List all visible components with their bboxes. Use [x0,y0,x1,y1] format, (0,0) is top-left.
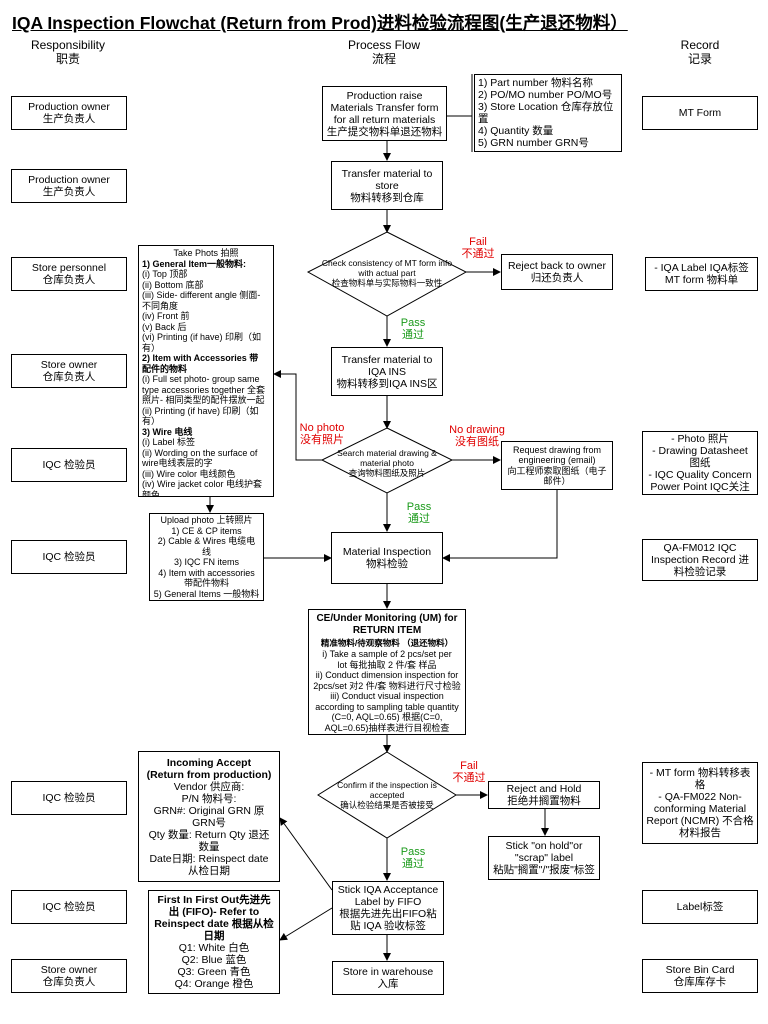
photo-instruction-line: (vi) Printing (if have) 印刷（如 [142,332,262,342]
photo-instruction-line: wire电线表层的字 [142,458,213,468]
incoming-accept-box: Incoming Accept (Return from production)… [138,751,280,882]
process-ce-um: CE/Under Monitoring (UM) for RETURN ITEM… [308,609,466,735]
responsibility-inspection: IQC 检验员 [11,540,127,574]
photo-instruction-line: (ii) Wording on the surface of [142,447,258,458]
responsibility-confirm: IQC 检验员 [11,781,127,815]
responsibility-search: IQC 检验员 [11,448,127,482]
photo-instruction-line: (iii) Side- different angle 侧面- [142,290,261,300]
record-mt-form: MT Form [642,96,758,130]
photo-instruction-line: 有） [142,416,161,426]
photo-instruction-line: (iv) Front 前 [142,311,190,321]
photo-instruction-list: 1) General Item一般物料:(i) Top 顶部(ii) Botto… [142,258,266,497]
page-title: IQA Inspection Flowchat (Return from Pro… [12,13,628,33]
photo-instruction-line: 3) Wire 电线 [142,426,193,437]
photo-instruction-line: 2) Item with Accessories 带 [142,353,259,363]
photo-instruction-line: (i) Full set photo- group same [142,374,260,384]
responsibility-header: Responsibility 职责 [30,38,106,66]
photo-instruction-line: (ii) Printing (if have) 印刷（如 [142,405,259,416]
record-header: Record 记录 [680,38,720,66]
fifo-box: First In First Out先进先 出 (FIFO)- Refer to… [148,890,280,994]
responsibility-stick-accept: IQC 检验员 [11,890,127,924]
photo-instruction-line: (i) Top 顶部 [142,269,188,279]
record-ncmr: - MT form 物料转移表格- QA-FM022 Non-conformin… [642,762,758,844]
photo-instruction-line: (v) Back 后 [142,321,187,332]
photo-instruction-line: type accessories together 全套 [142,384,266,395]
photo-instruction-line: 照片- 相同类型的配件摆放一起 [142,395,265,405]
photo-instructions: Take Phots 拍照 1) General Item一般物料:(i) To… [138,245,274,497]
photo-instruction-line: (iii) Wire color 电线颜色 [142,468,236,479]
photo-instruction-line: 不同角度 [142,300,179,311]
photo-instruction-line: 颜色 [142,489,161,497]
photo-instruction-line: (i) Label 标签 [142,437,196,447]
record-label: Label标签 [642,890,758,924]
photo-instruction-line: (iv) Wire jacket color 电线护套 [142,479,263,489]
process-flow-header: Process Flow 流程 [347,38,421,66]
photo-instruction-line: (ii) Bottom 底部 [142,279,204,290]
photo-instruction-line: 1) General Item一般物料: [142,258,247,269]
photo-instruction-line: 有） [142,342,161,353]
photo-instruction-line: 配件的物料 [142,363,188,374]
